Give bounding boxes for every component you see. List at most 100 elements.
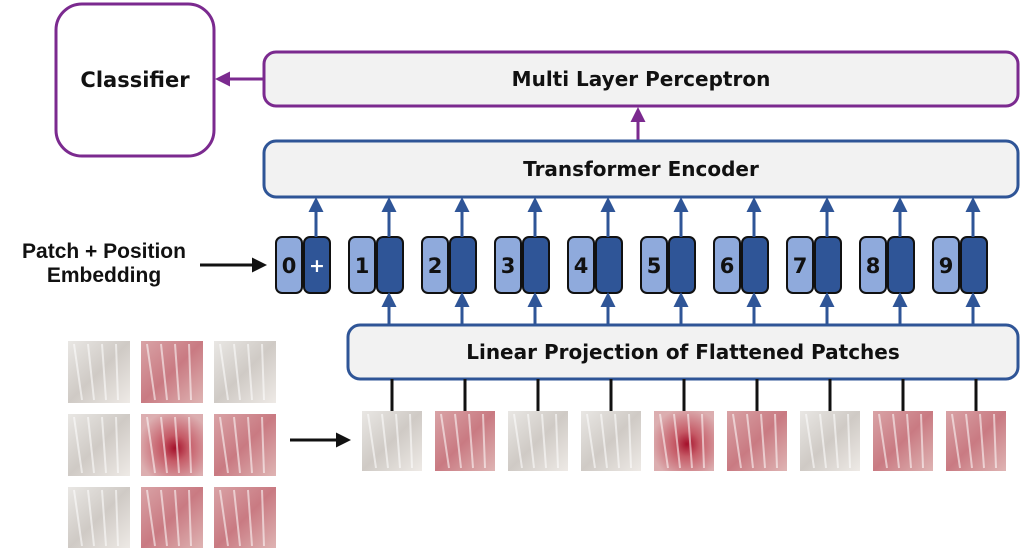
position-embedding: [640, 236, 668, 294]
fur-texture: [746, 413, 754, 469]
position-embedding: [713, 236, 741, 294]
token-9: 9: [932, 236, 988, 294]
token-5: 5: [640, 236, 696, 294]
fur-texture: [701, 413, 705, 469]
patch-embedding: [887, 236, 915, 294]
fur-texture: [146, 343, 156, 401]
fur-texture: [73, 489, 83, 547]
fur-texture: [101, 489, 107, 547]
patch-embedding: [960, 236, 988, 294]
token-1: 1: [348, 236, 404, 294]
fur-texture: [101, 416, 107, 474]
position-index: 6: [720, 254, 735, 278]
position-index: 3: [501, 254, 516, 278]
token-7: 7: [786, 236, 842, 294]
fur-texture: [600, 413, 608, 469]
fur-texture: [87, 343, 95, 401]
fur-texture: [979, 413, 985, 469]
fur-texture: [409, 413, 413, 469]
position-embedding: [786, 236, 814, 294]
fur-texture: [73, 416, 83, 474]
fur-texture: [188, 416, 192, 474]
fur-texture: [833, 413, 839, 469]
fur-texture: [188, 343, 192, 401]
token-3: 3: [494, 236, 550, 294]
fur-texture: [261, 416, 265, 474]
fur-texture: [732, 413, 742, 469]
position-embedding: [348, 236, 376, 294]
embedding-label-line1: Patch + Position: [22, 240, 186, 263]
fur-texture: [659, 413, 669, 469]
fur-texture: [395, 413, 401, 469]
patch-embedding: [668, 236, 696, 294]
fur-texture: [993, 413, 997, 469]
encoder-box: [262, 139, 1020, 199]
fur-texture: [261, 489, 265, 547]
fur-texture: [233, 416, 241, 474]
fur-texture: [160, 416, 168, 474]
fur-texture: [219, 343, 229, 401]
fur-texture: [774, 413, 778, 469]
fur-texture: [819, 413, 827, 469]
classifier-box: [54, 2, 216, 158]
fur-texture: [160, 489, 168, 547]
fur-texture: [219, 489, 229, 547]
fur-texture: [87, 489, 95, 547]
fur-texture: [247, 416, 253, 474]
fur-texture: [160, 343, 168, 401]
patch-embedding: [814, 236, 842, 294]
fur-texture: [614, 413, 620, 469]
fur-texture: [115, 416, 119, 474]
fur-texture: [847, 413, 851, 469]
fur-texture: [101, 343, 107, 401]
fur-texture: [541, 413, 547, 469]
token-0: 0+: [275, 236, 331, 294]
fur-texture: [920, 413, 924, 469]
position-index: 9: [939, 254, 954, 278]
position-embedding: [494, 236, 522, 294]
position-index: 1: [355, 254, 370, 278]
fur-texture: [115, 343, 119, 401]
patch-embedding: [376, 236, 404, 294]
embedding-label-line2: Embedding: [46, 264, 162, 287]
position-embedding: [421, 236, 449, 294]
fur-texture: [188, 489, 192, 547]
position-index: 0: [282, 254, 297, 278]
position-index: 2: [428, 254, 443, 278]
fur-texture: [247, 489, 253, 547]
fur-texture: [146, 416, 156, 474]
position-index: 5: [647, 254, 662, 278]
fur-texture: [965, 413, 973, 469]
fur-texture: [233, 343, 241, 401]
fur-texture: [73, 343, 83, 401]
fur-texture: [951, 413, 961, 469]
embedding-label: Patch + Position Embedding: [6, 240, 202, 288]
patch-embedding: [595, 236, 623, 294]
projection-box: [346, 323, 1020, 381]
fur-texture: [805, 413, 815, 469]
fur-texture: [174, 416, 180, 474]
position-embedding: [567, 236, 595, 294]
token-2: 2: [421, 236, 477, 294]
patch-embedding: [741, 236, 769, 294]
fur-texture: [892, 413, 900, 469]
fur-texture: [586, 413, 596, 469]
fur-texture: [628, 413, 632, 469]
fur-texture: [233, 489, 241, 547]
patch-embedding: [522, 236, 550, 294]
fur-texture: [381, 413, 389, 469]
fur-texture: [760, 413, 766, 469]
class-token-symbol: +: [309, 255, 325, 277]
fur-texture: [555, 413, 559, 469]
fur-texture: [482, 413, 486, 469]
fur-texture: [174, 343, 180, 401]
fur-texture: [687, 413, 693, 469]
fur-texture: [261, 343, 265, 401]
position-index: 8: [866, 254, 881, 278]
fur-texture: [367, 413, 377, 469]
position-index: 4: [574, 254, 589, 278]
position-embedding: [275, 236, 303, 294]
token-8: 8: [859, 236, 915, 294]
fur-texture: [468, 413, 474, 469]
